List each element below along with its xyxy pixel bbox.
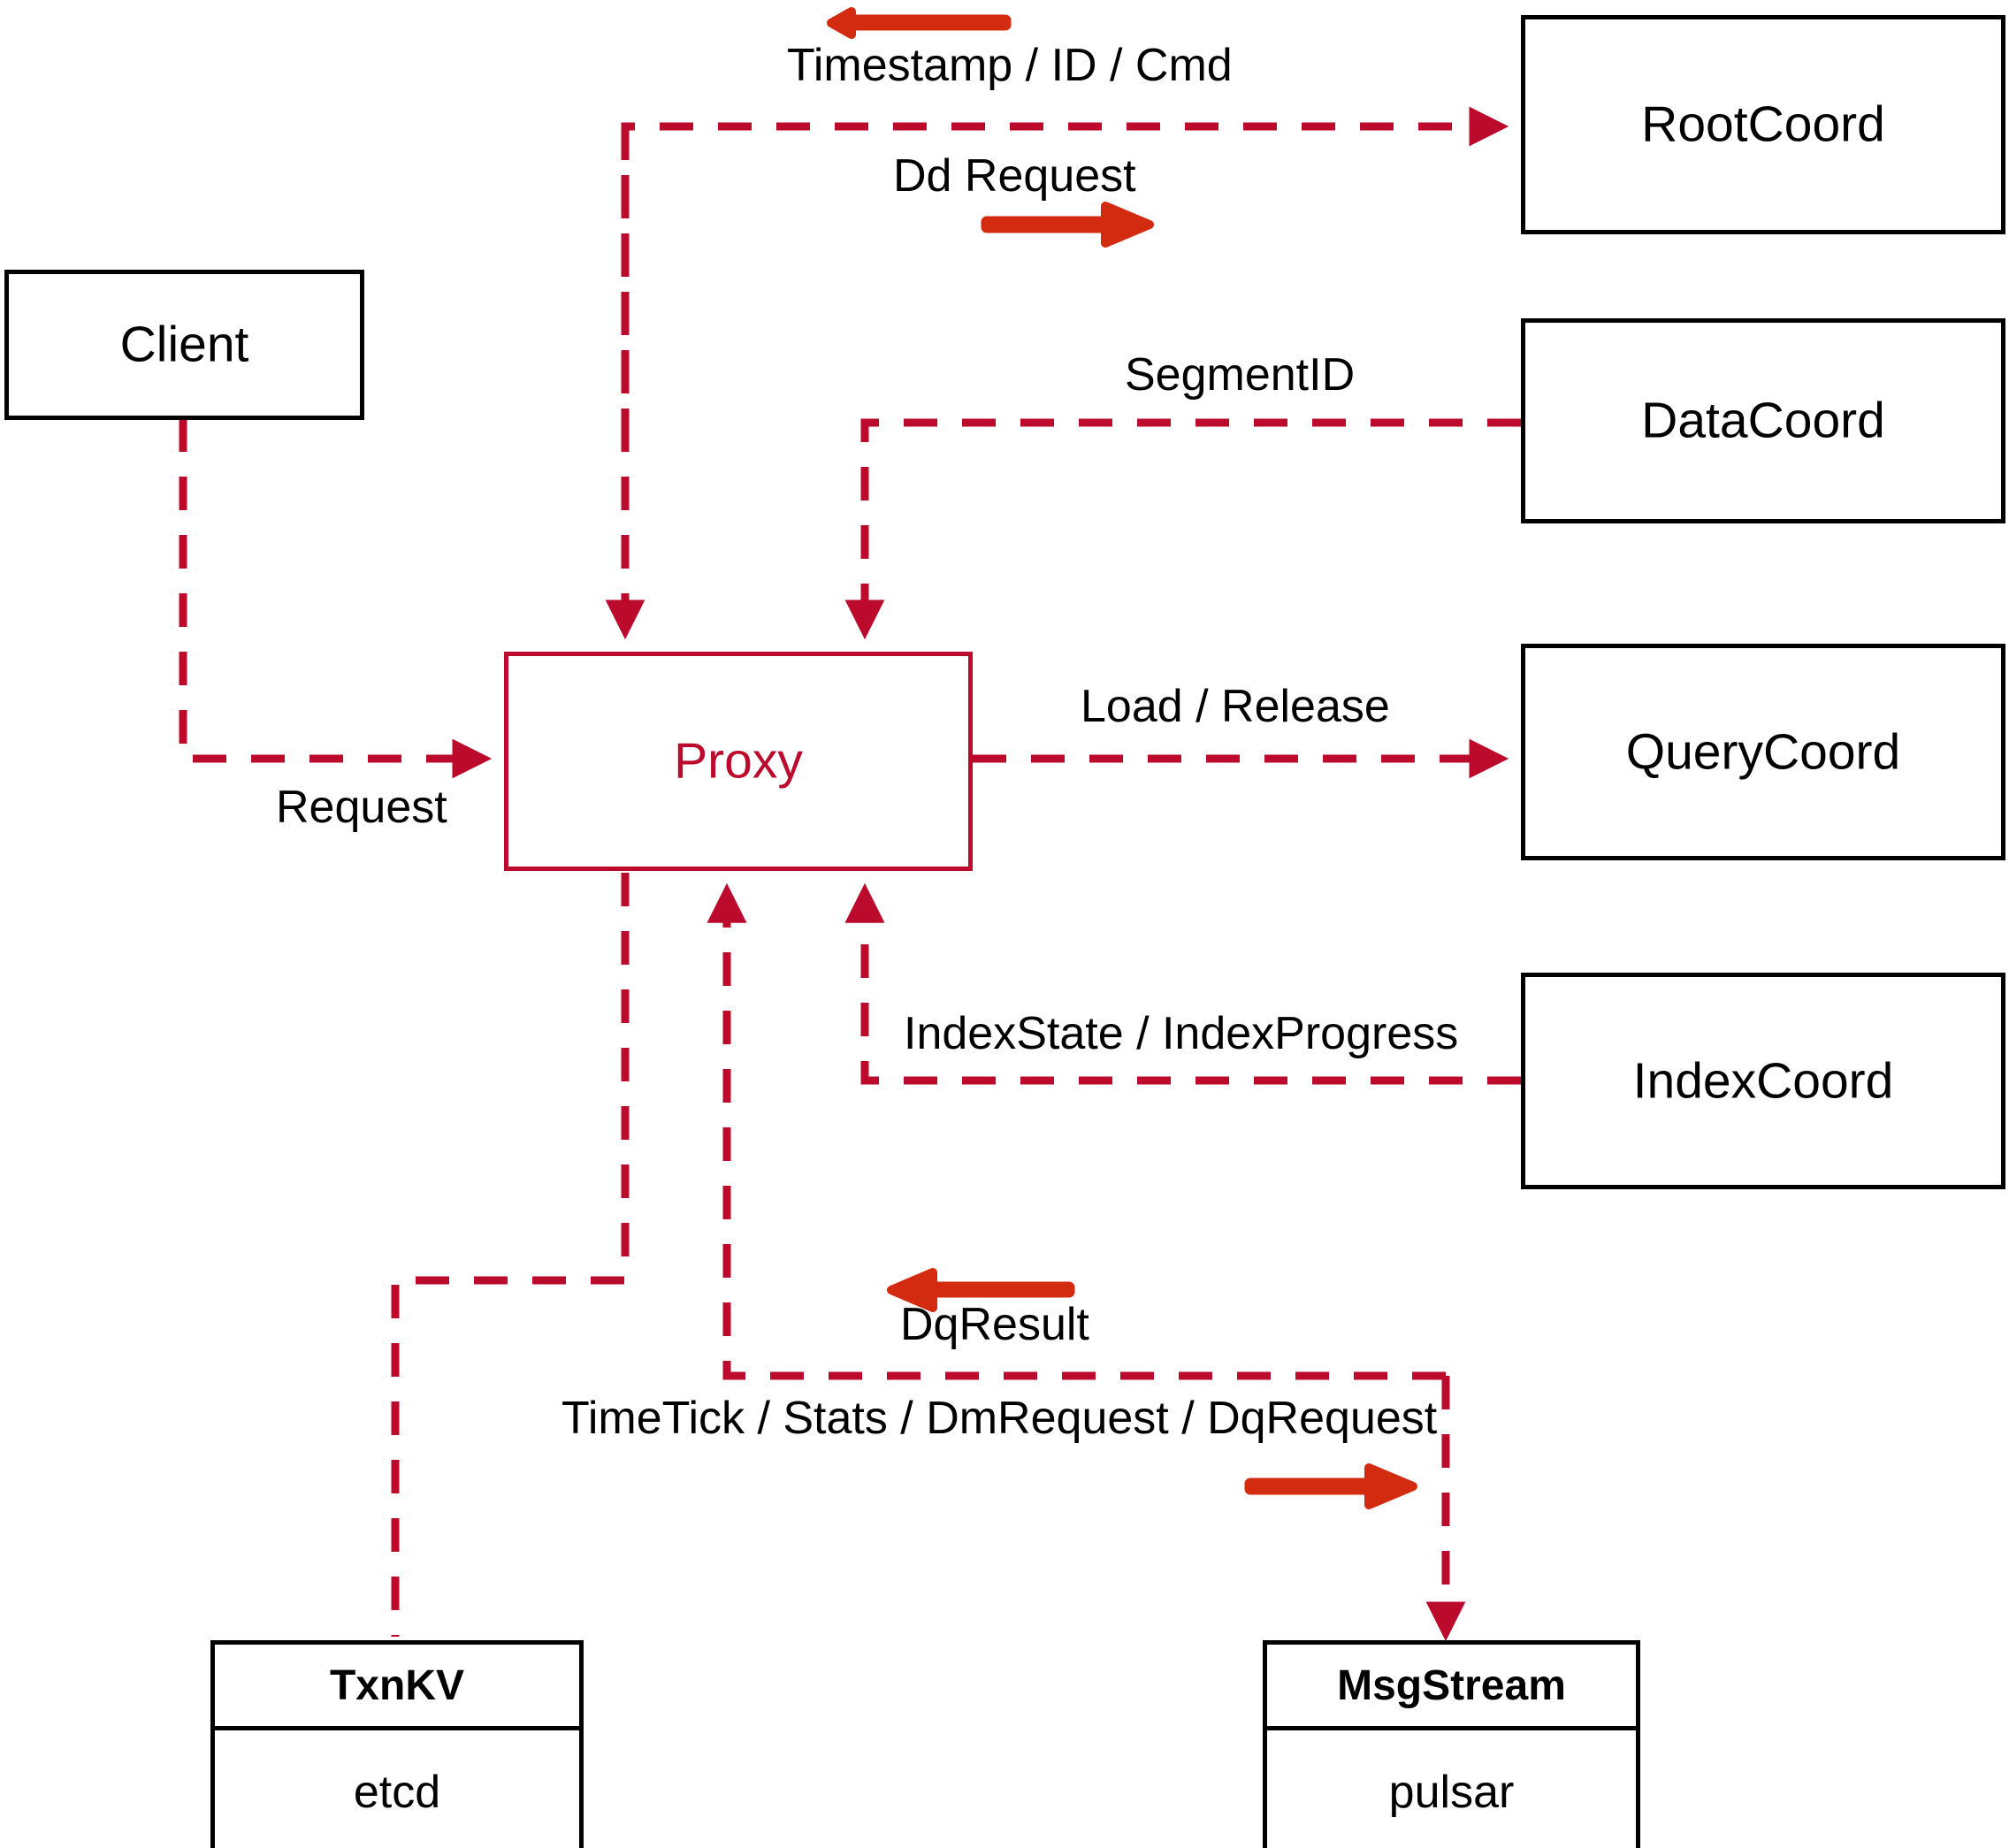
node-client-label: Client [119,316,249,373]
edge-proxy-txnkv [391,873,630,1637]
node-indexcoord[interactable]: IndexCoord [1521,973,2005,1189]
node-indexcoord-label: IndexCoord [1632,1052,1894,1110]
node-proxy[interactable]: Proxy [504,652,973,871]
node-txnkv-title: TxnKV [210,1645,584,1730]
node-querycoord-label: QueryCoord [1625,723,1901,781]
edge-label-timetick-stats: TimeTick / Stats / DmRequest / DqRequest [561,1393,1438,1444]
direction-arrow-timetick-right [1244,1463,1417,1509]
edge-label-segment-id: SegmentID [1125,349,1356,401]
node-rootcoord[interactable]: RootCoord [1521,15,2005,234]
edge-label-dq-result: DqResult [900,1299,1089,1350]
node-rootcoord-label: RootCoord [1641,95,1885,153]
node-datacoord-label: DataCoord [1641,392,1885,449]
edge-datacoord-proxy [844,418,1521,640]
node-msgstream[interactable]: MsgStream pulsar [1263,1640,1640,1848]
edge-indexcoord-proxy [844,882,1521,1085]
direction-arrow-timestamp-left [827,7,1012,39]
node-client[interactable]: Client [4,270,364,420]
node-txnkv[interactable]: TxnKV etcd [210,1640,584,1848]
node-querycoord[interactable]: QueryCoord [1521,644,2005,860]
edge-client-proxy [179,418,493,779]
node-txnkv-impl: etcd [353,1767,441,1818]
edge-label-dd-request: Dd Request [893,150,1136,202]
edge-label-index-state-progress: IndexState / IndexProgress [904,1008,1459,1059]
node-proxy-label: Proxy [674,732,803,790]
edge-label-timestamp-id-cmd: Timestamp / ID / Cmd [787,40,1233,91]
node-datacoord[interactable]: DataCoord [1521,318,2005,523]
edge-msgstream-proxy [707,882,1446,1380]
direction-arrow-dd-request-right [981,202,1154,248]
edge-label-load-release: Load / Release [1081,681,1390,732]
node-msgstream-impl: pulsar [1388,1767,1515,1818]
direction-arrow-dqresult-left [887,1268,1075,1312]
edge-label-request: Request [276,782,447,833]
node-msgstream-title: MsgStream [1263,1645,1640,1730]
